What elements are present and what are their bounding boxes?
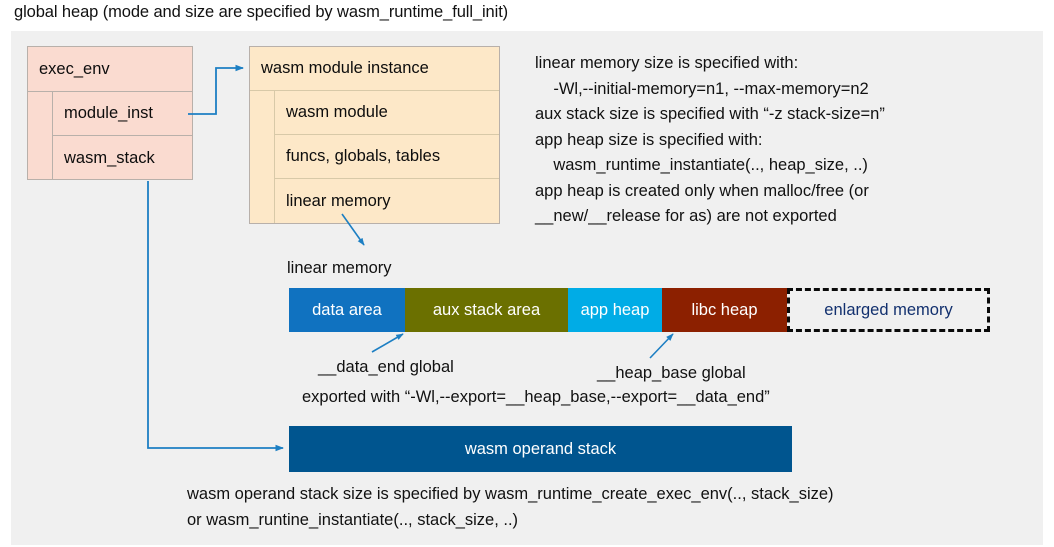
linear-memory-bar: data area aux stack area app heap libc h… <box>289 288 990 332</box>
exec-env-field-wasm-stack: wasm_stack <box>28 136 192 180</box>
memory-segment-enlarged-memory: enlarged memory <box>787 288 990 332</box>
module-instance-header: wasm module instance <box>250 47 499 91</box>
segment-label: enlarged memory <box>824 300 953 319</box>
wasm-operand-stack-bar: wasm operand stack <box>289 426 792 472</box>
field-label: wasm module <box>275 91 499 135</box>
operand-stack-notes: wasm operand stack size is specified by … <box>187 485 834 529</box>
field-label: wasm_stack <box>64 148 155 167</box>
page-title: global heap (mode and size are specified… <box>14 3 509 21</box>
segment-label: app heap <box>580 300 650 319</box>
field-gutter <box>250 179 275 223</box>
field-gutter <box>250 135 275 179</box>
memory-segment-libc-heap: libc heap <box>662 288 787 332</box>
memory-configuration-notes: linear memory size is specified with: -W… <box>535 54 885 225</box>
annotation-exported-with: exported with “-Wl,--export=__heap_base,… <box>302 388 770 406</box>
segment-label: libc heap <box>691 300 758 319</box>
memory-segment-data-area: data area <box>289 288 405 332</box>
segment-label: data area <box>312 300 382 319</box>
module-instance-field-linear-memory: linear memory <box>250 179 499 223</box>
exec-env-field-module-inst: module_inst <box>28 92 192 136</box>
linear-memory-label: linear memory <box>287 259 392 277</box>
field-gutter <box>28 92 53 136</box>
annotation-heap-base: __heap_base global <box>597 364 746 382</box>
annotation-data-end: __data_end global <box>318 358 454 376</box>
operand-stack-label: wasm operand stack <box>464 439 617 458</box>
field-gutter <box>28 136 53 180</box>
module-instance-field-wasm-module: wasm module <box>250 91 499 135</box>
memory-segment-aux-stack-area: aux stack area <box>405 288 568 332</box>
field-label: linear memory <box>286 191 391 210</box>
exec-env-header: exec_env <box>28 47 192 92</box>
memory-segment-app-heap: app heap <box>568 288 662 332</box>
exec-env-box: exec_env module_inst wasm_stack <box>27 46 193 180</box>
segment-label: aux stack area <box>432 300 541 319</box>
module-instance-field-funcs-globals-tables: funcs, globals, tables <box>250 135 499 179</box>
field-gutter <box>250 91 275 135</box>
wasm-module-instance-box: wasm module instance wasm module funcs, … <box>249 46 500 224</box>
field-label: funcs, globals, tables <box>275 135 499 179</box>
field-label: module_inst <box>53 92 192 136</box>
